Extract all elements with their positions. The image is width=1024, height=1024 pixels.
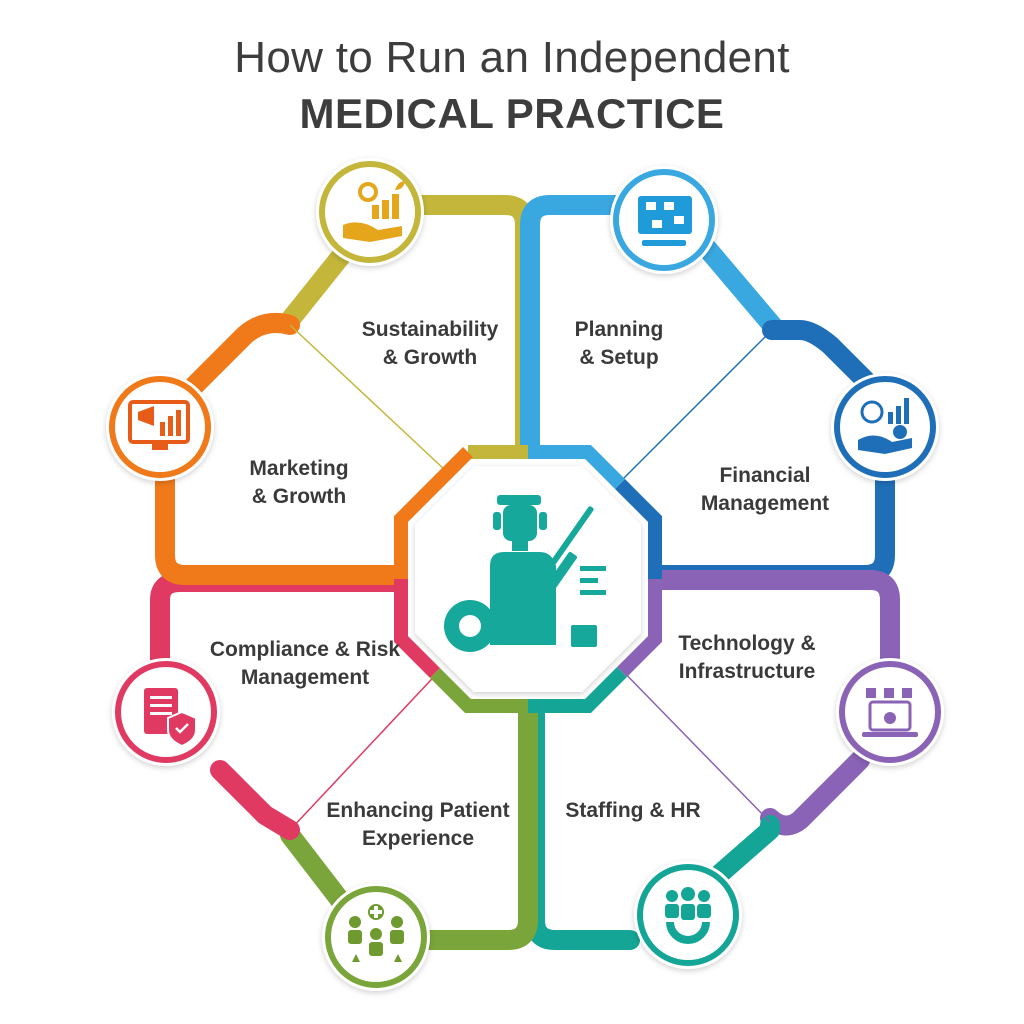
document-shield-icon xyxy=(144,688,197,748)
page-subtitle: MEDICAL PRACTICE xyxy=(299,90,725,137)
divider-compliance xyxy=(289,664,446,831)
network-computer-icon xyxy=(862,688,918,737)
megaphone-monitor-icon xyxy=(128,400,190,450)
label-line: Management xyxy=(240,666,370,689)
label-technology: Technology & Infrastructure xyxy=(622,630,872,686)
circle-sustainability xyxy=(316,158,424,266)
page-title: How to Run an Independent xyxy=(234,33,790,82)
band-planning xyxy=(520,195,782,480)
label-patient: Enhancing Patient Experience xyxy=(293,797,543,853)
divider-sustainability xyxy=(289,324,446,471)
title-block: How to Run an Independent MEDICAL PRACTI… xyxy=(0,30,1024,142)
label-line: Compliance & Risk xyxy=(209,638,401,661)
label-line: Infrastructure xyxy=(678,660,816,683)
label-sustainability: Sustainability & Growth xyxy=(305,316,555,372)
label-compliance: Compliance & Risk Management xyxy=(180,636,430,692)
team-gear-icon xyxy=(665,887,711,944)
circle-staffing xyxy=(634,861,742,969)
hand-dollar-chart-icon xyxy=(858,398,912,454)
label-marketing: Marketing & Growth xyxy=(174,455,424,511)
hand-growth-chart-icon xyxy=(343,181,405,242)
patients-group-icon xyxy=(348,904,404,962)
label-line: & Setup xyxy=(579,346,659,369)
label-line: & Growth xyxy=(251,485,347,508)
band-marketing xyxy=(155,313,415,585)
blueprint-plan-icon xyxy=(638,196,692,246)
circle-patient xyxy=(322,883,430,991)
label-line: Staffing & HR xyxy=(565,799,701,822)
divider-financial xyxy=(611,329,773,491)
circle-planning xyxy=(610,166,718,274)
label-planning: Planning & Setup xyxy=(494,316,744,372)
circle-technology xyxy=(836,658,944,766)
icon-circles xyxy=(106,158,944,991)
label-line: Marketing xyxy=(249,457,349,480)
divider-lines xyxy=(289,324,773,831)
label-line: Management xyxy=(700,492,830,515)
label-line: Financial xyxy=(719,464,811,487)
doctor-with-syringe-and-gear-icon xyxy=(444,495,606,652)
segment-bands xyxy=(150,195,900,950)
circle-compliance xyxy=(112,658,220,766)
center-octagon xyxy=(394,445,662,713)
band-patient xyxy=(280,680,538,950)
label-line: Experience xyxy=(361,827,475,850)
label-line: Sustainability xyxy=(361,318,499,341)
divider-technology xyxy=(611,659,771,823)
label-line: & Growth xyxy=(382,346,478,369)
label-financial: Financial Management xyxy=(640,462,890,518)
label-staffing: Staffing & HR xyxy=(508,797,758,825)
label-line: Planning xyxy=(574,318,664,341)
circle-financial xyxy=(831,373,939,481)
circle-marketing xyxy=(106,373,214,481)
label-line: Enhancing Patient xyxy=(326,799,510,822)
label-line: Technology & xyxy=(678,632,816,655)
